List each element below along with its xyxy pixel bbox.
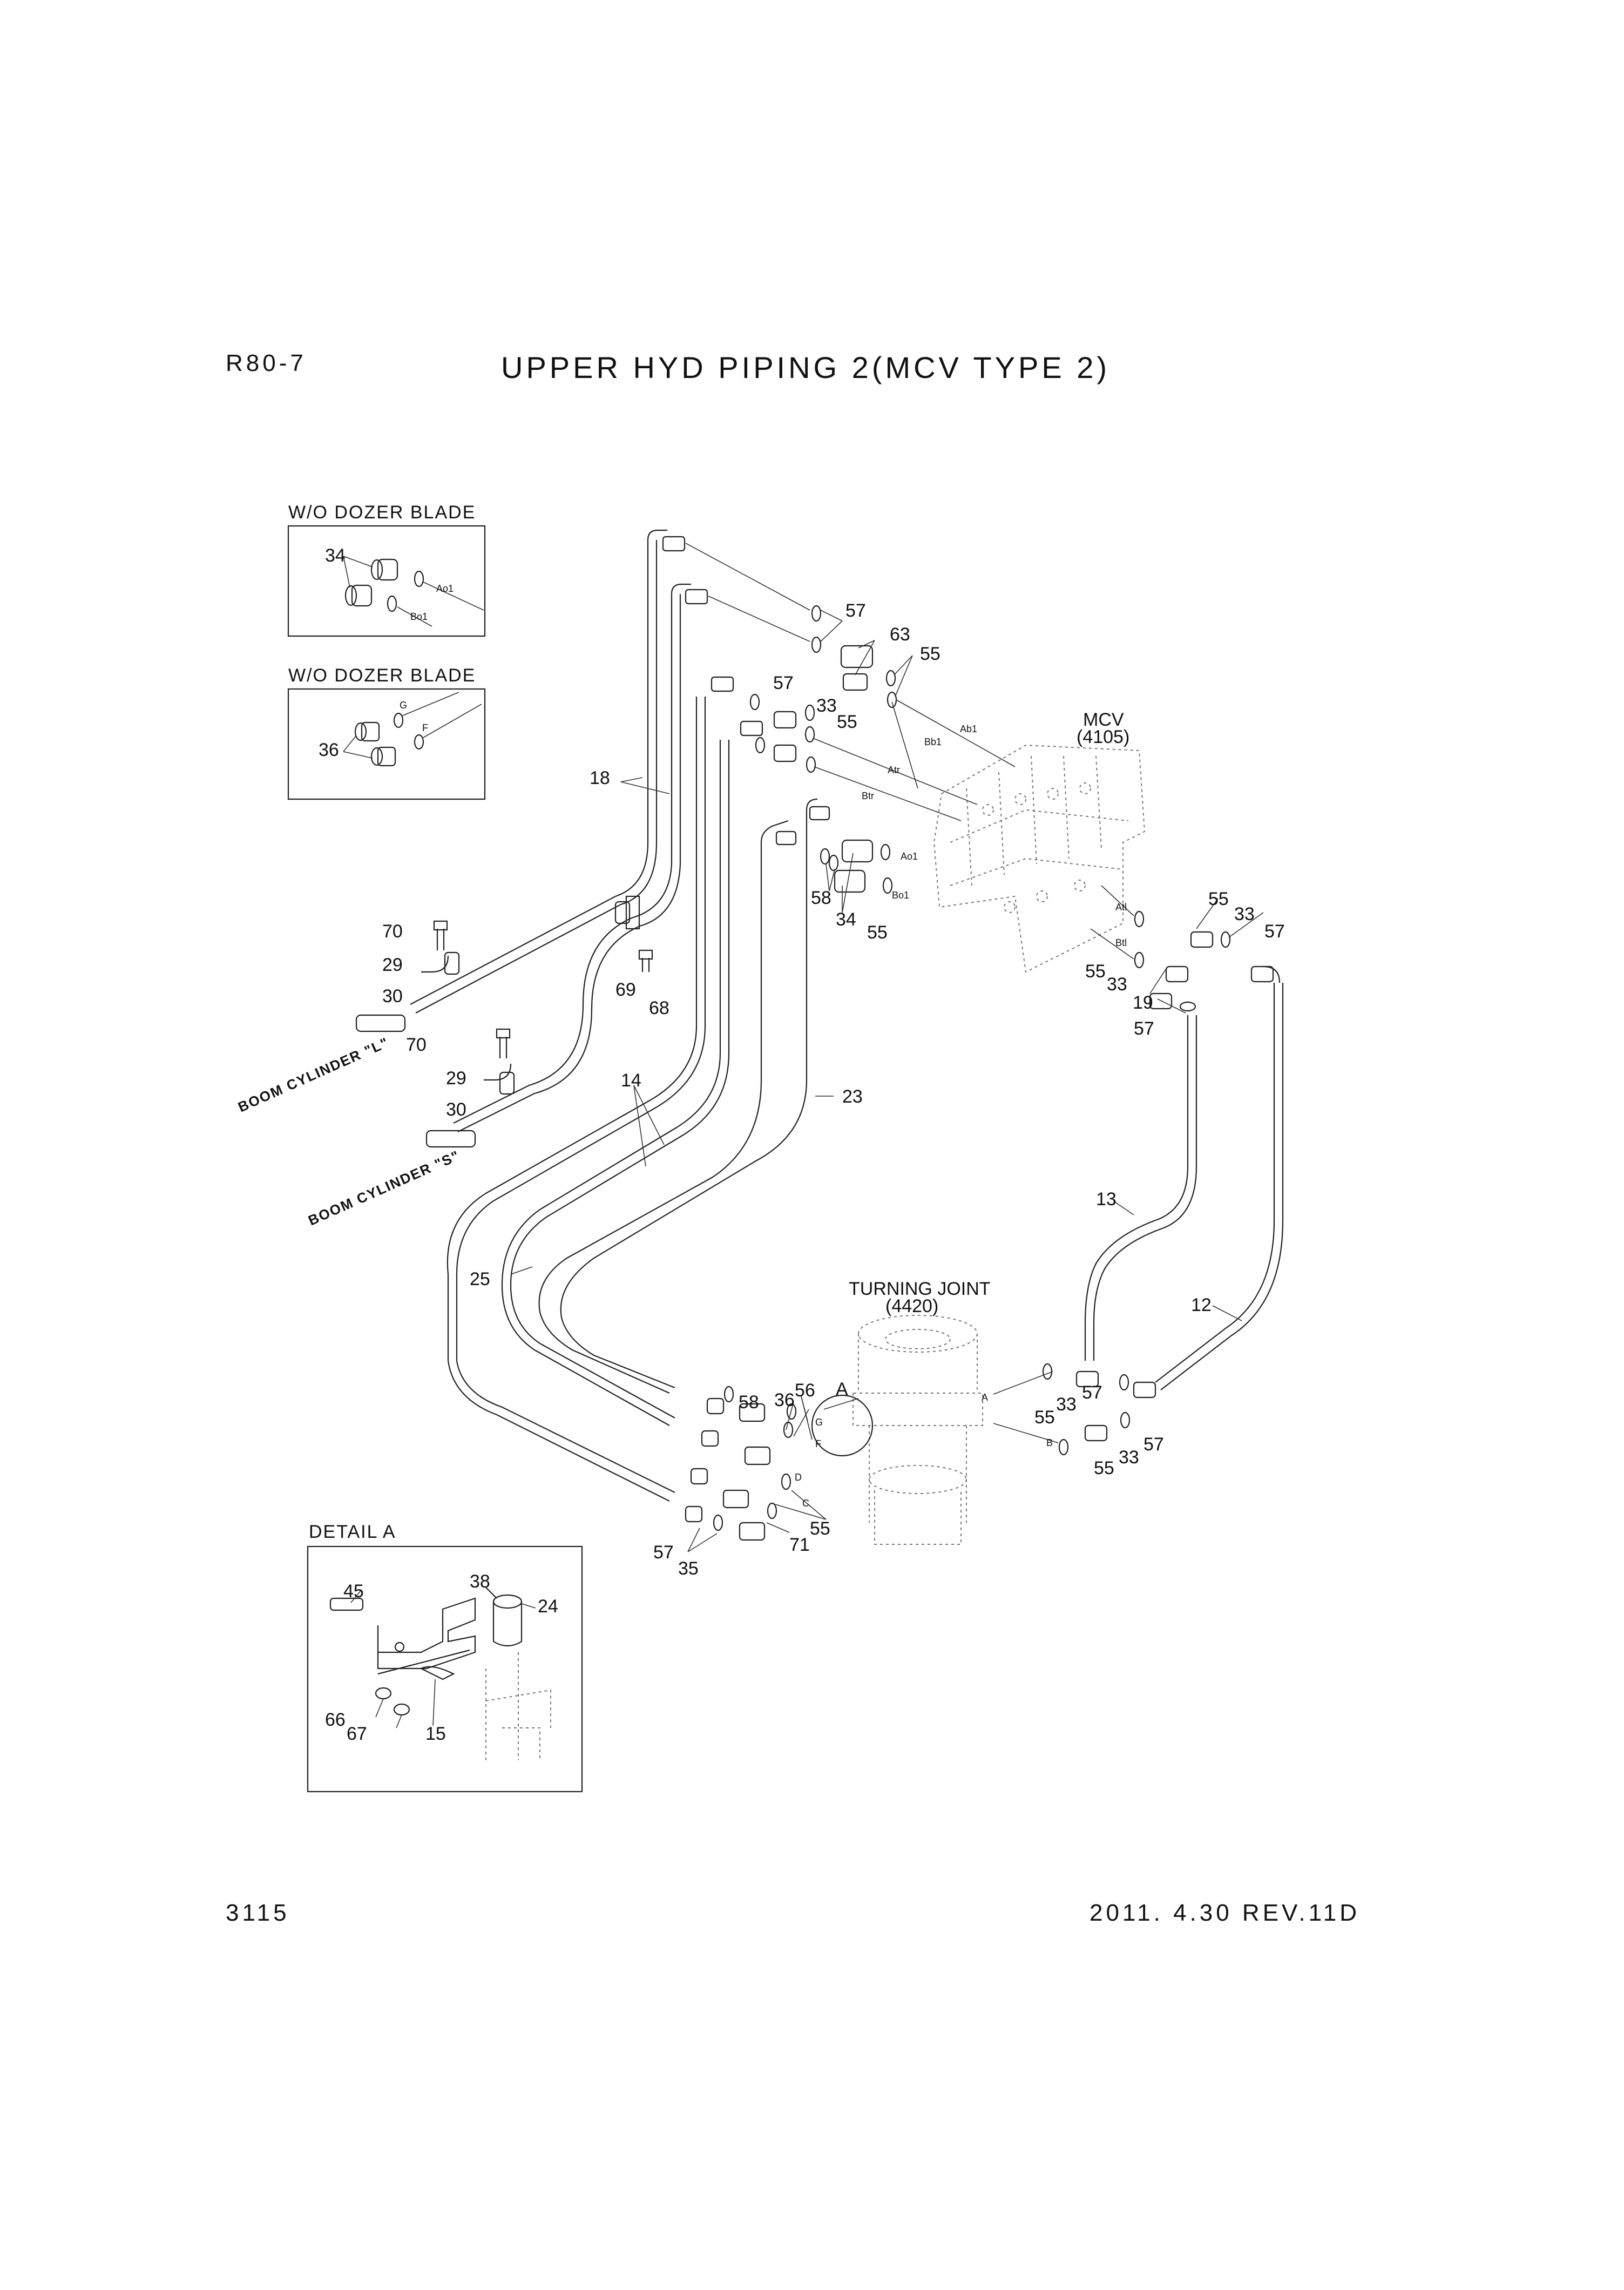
callout-30: 30 [446,1099,466,1120]
callout-67: 67 [347,1724,367,1744]
port-bo1: Bo1 [892,890,909,901]
callout-33: 33 [1107,974,1127,995]
callout-58: 58 [811,888,831,908]
port-ao1-inset: Ao1 [436,583,454,594]
inset-detail-a: DETAIL A 45 38 24 66 67 15 [307,1522,583,1793]
boom-cylinder-l-label: BOOM CYLINDER "L" [235,1034,391,1116]
port-ab1: Ab1 [960,724,977,734]
callout-57: 57 [1143,1434,1164,1455]
callout-70: 70 [406,1035,427,1055]
callout-68: 68 [649,998,669,1018]
port-g: G [815,1417,823,1428]
callout-19: 19 [1133,992,1153,1013]
clamps [421,895,653,1081]
port-f: F [815,1438,821,1449]
callout-14: 14 [621,1070,641,1091]
callout-55: 55 [1094,1458,1114,1478]
model-code: R80-7 [226,350,307,376]
boom-cylinder-s-label: BOOM CYLINDER "S" [306,1147,462,1228]
callout-29: 29 [382,955,403,975]
port-bb1: Bb1 [924,737,942,747]
leader-lines [510,543,1264,1552]
port-d: D [795,1472,802,1483]
callout-58: 58 [739,1392,759,1413]
callout-29: 29 [446,1068,466,1089]
callout-33: 33 [816,695,837,716]
inset-dozer-top: W/O DOZER BLADE 34 Ao1 Bo1 [287,502,486,637]
callout-12: 12 [1191,1295,1212,1315]
callout-34-inset: 34 [325,545,346,566]
callout-18: 18 [590,768,610,788]
port-f-inset: F [422,722,428,733]
callout-numbers: 57 63 55 57 33 55 18 58 34 55 70 29 30 6… [382,600,1285,1579]
callout-24: 24 [538,1596,558,1617]
callout-23: 23 [842,1086,863,1107]
callout-35: 35 [678,1558,699,1579]
callout-57: 57 [773,673,794,693]
turning-joint-name: TURNING JOINT [849,1279,991,1299]
mcv-code: (4105) [1077,727,1129,747]
port-labels: Ab1 Bb1 Atr Btr Ao1 Bo1 Atl Btl A B C D … [795,724,1127,1509]
port-a: A [982,1392,988,1403]
port-atl: Atl [1115,902,1127,913]
detail-a-title: DETAIL A [309,1522,396,1542]
callout-71: 71 [789,1535,810,1555]
callout-15: 15 [425,1724,446,1744]
callout-55: 55 [920,644,940,664]
callout-63: 63 [890,624,910,645]
callout-33: 33 [1056,1394,1077,1415]
port-btr: Btr [862,791,874,801]
callout-57: 57 [845,600,866,621]
callout-55: 55 [1085,961,1106,982]
port-b: B [1046,1437,1053,1448]
mcv-name: MCV [1083,710,1124,730]
callout-33: 33 [1119,1447,1139,1468]
callout-56: 56 [795,1380,815,1401]
callout-30: 30 [382,986,403,1006]
callout-55: 55 [1208,889,1229,909]
callout-34: 34 [836,909,856,930]
port-c: C [802,1498,809,1509]
detail-a-marker-circle [811,1394,874,1457]
callout-55: 55 [810,1518,830,1539]
callout-57: 57 [1134,1018,1154,1039]
callout-66: 66 [325,1710,346,1730]
port-g-inset: G [400,700,407,711]
turning-joint-code: (4420) [885,1296,938,1316]
port-atr: Atr [888,765,900,775]
fittings [355,536,1274,1541]
callout-33: 33 [1234,904,1255,924]
callout-55: 55 [837,712,857,732]
callout-57: 57 [1082,1382,1102,1403]
inset-dozer-bottom: W/O DOZER BLADE 36 G F [287,665,486,800]
port-ao1: Ao1 [901,851,918,862]
callout-57: 57 [653,1542,674,1563]
inset-dozer-bottom-title: W/O DOZER BLADE [288,665,476,686]
page-number: 3115 [226,1900,290,1926]
detail-a-marker: A [836,1379,848,1400]
port-btl: Btl [1115,937,1127,948]
port-bo1-inset: Bo1 [410,611,428,622]
callout-36-inset: 36 [319,740,339,760]
mcv-valve: MCV (4105) [933,710,1146,973]
callout-25: 25 [470,1269,490,1289]
callout-36: 36 [774,1390,795,1410]
callout-55: 55 [867,922,888,943]
revision-date: 2011. 4.30 REV.11D [1090,1900,1361,1926]
callout-13: 13 [1096,1189,1116,1210]
hose-lines [410,529,1284,1502]
page-title: UPPER HYD PIPING 2(MCV TYPE 2) [501,350,1111,384]
callout-57: 57 [1264,921,1285,942]
callout-55: 55 [1034,1407,1055,1428]
turning-joint: TURNING JOINT (4420) A [811,1279,991,1545]
callout-69: 69 [615,980,636,1000]
callout-70: 70 [382,921,403,942]
inset-dozer-top-title: W/O DOZER BLADE [288,502,476,523]
